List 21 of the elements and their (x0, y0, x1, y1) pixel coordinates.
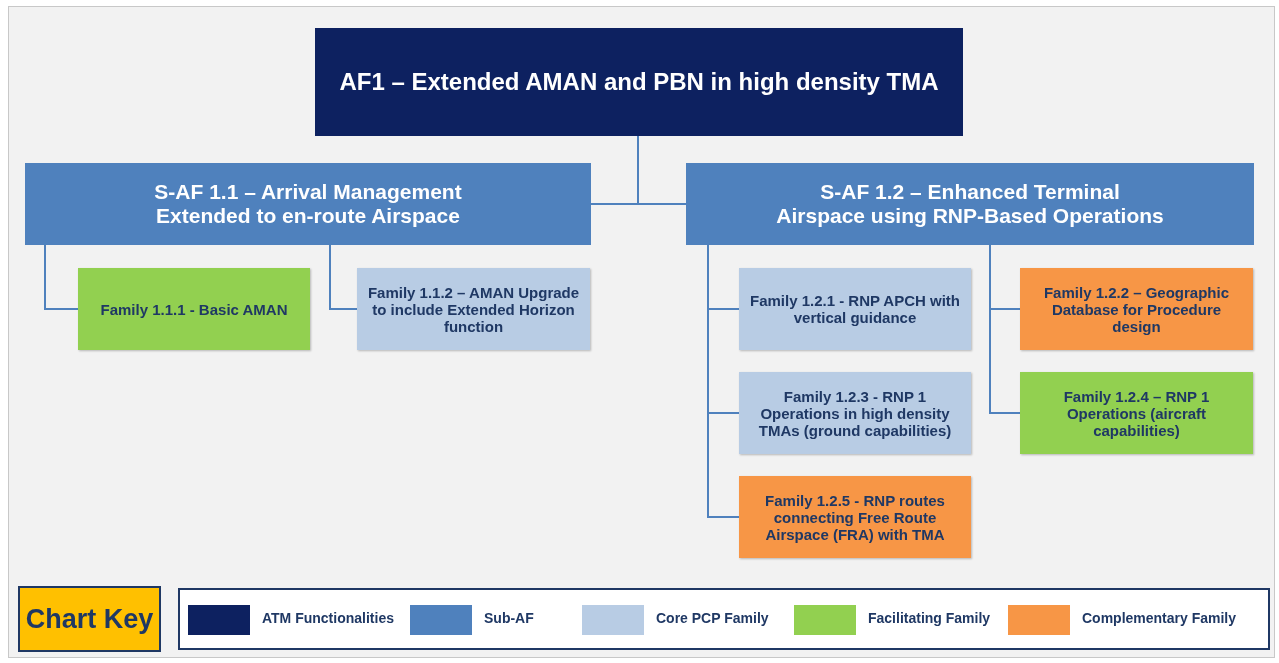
legend-label: Facilitating Family (868, 610, 991, 626)
family-box: Family 1.2.5 - RNP routes connecting Free Route Airspace (FRA) with TMA (739, 476, 971, 558)
legend-label: ATM Functionalities (262, 610, 394, 626)
family-box: Family 1.1.1 - Basic AMAN (78, 268, 310, 350)
connector-line (329, 244, 358, 310)
legend-label: Complementary Family (1082, 610, 1237, 626)
family-box: Family 1.2.2 – Geographic Database for Procedure design (1020, 268, 1253, 350)
family-box: Family 1.2.4 – RNP 1 Operations (aircraft capabilities) (1020, 372, 1253, 454)
connector-line (989, 244, 1021, 414)
legend-label: Sub-AF (484, 610, 534, 626)
connector-line (44, 244, 79, 310)
sub-af-box: S-AF 1.1 – Arrival Management Extended to en-route Airspace (25, 163, 591, 245)
chart-key-label: Chart Key (18, 586, 161, 652)
legend-label: Core PCP Family (656, 610, 769, 626)
functionality-box: AF1 – Extended AMAN and PBN in high density TMA (315, 28, 963, 136)
family-box: Family 1.1.2 – AMAN Upgrade to include Extended Horizon function (357, 268, 590, 350)
connector-line (637, 135, 687, 205)
family-box: Family 1.2.1 - RNP APCH with vertical guidance (739, 268, 971, 350)
connector-line (707, 244, 740, 518)
sub-af-box: S-AF 1.2 – Enhanced Terminal Airspace using RNP-Based Operations (686, 163, 1254, 245)
family-box: Family 1.2.3 - RNP 1 Operations in high density TMAs (ground capabilities) (739, 372, 971, 454)
